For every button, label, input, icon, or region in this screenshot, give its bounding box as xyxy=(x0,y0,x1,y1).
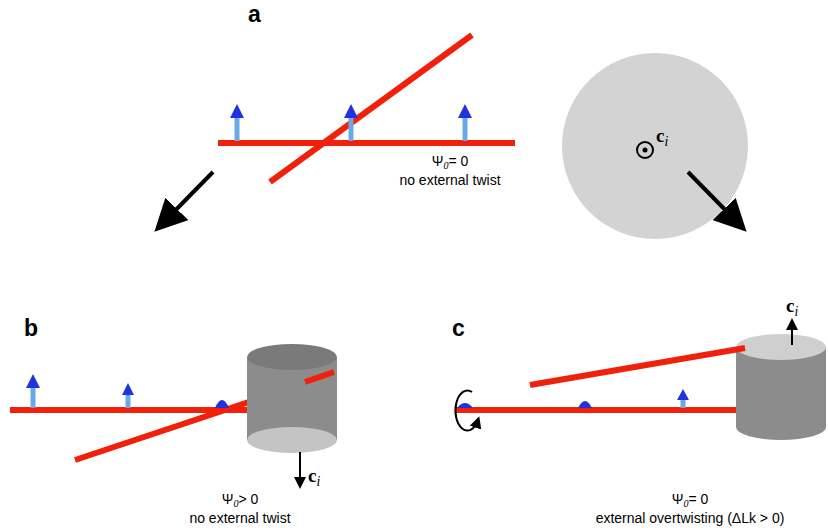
drawing-part xyxy=(344,104,358,118)
drawing-part xyxy=(215,400,229,408)
text-group: external overtwisting (ΔLk > 0) xyxy=(596,511,785,526)
angle-subscript: 0 xyxy=(683,498,688,509)
dna-strand xyxy=(270,35,472,182)
text-group: c xyxy=(452,316,465,341)
text-group: a xyxy=(248,2,261,27)
panel-letter: c xyxy=(452,315,465,341)
twist-arrow xyxy=(26,374,229,408)
panel-letter: a xyxy=(248,1,261,27)
drawing-part xyxy=(31,386,36,408)
axis-arrow xyxy=(791,322,793,345)
transition-arrow xyxy=(688,172,741,226)
text-group: b xyxy=(24,316,38,341)
text-group: no external twist xyxy=(189,511,290,526)
text-group: Ψ0= 0 xyxy=(672,492,709,509)
drawing-part xyxy=(677,389,689,400)
drawing-part xyxy=(458,104,472,118)
dna-strand xyxy=(455,407,760,413)
drawing-part xyxy=(457,403,473,408)
text-group: ci xyxy=(786,296,798,319)
out-of-plane-symbol xyxy=(643,148,648,153)
drawing-part xyxy=(26,374,40,388)
angle-symbol: Ψ xyxy=(672,491,684,507)
drawing-part xyxy=(122,383,134,395)
drawing-part xyxy=(247,427,337,453)
angle-value: = 0 xyxy=(688,491,708,507)
bead-disk xyxy=(562,53,748,239)
angle-value: = 0 xyxy=(448,153,468,169)
drawing-part xyxy=(247,344,337,370)
bead-cylinder xyxy=(247,344,337,453)
dna-strand xyxy=(530,348,745,385)
vector-subscript: i xyxy=(794,304,798,319)
rotation-arrow xyxy=(455,390,478,430)
angle-symbol: Ψ xyxy=(432,153,444,169)
drawing-part xyxy=(126,393,131,408)
vector-symbol: c xyxy=(656,125,664,146)
text-group: Ψ0= 0 xyxy=(432,154,469,171)
text-group: Ψ0> 0 xyxy=(222,492,259,509)
vector-symbol: c xyxy=(308,465,316,486)
angle-value: > 0 xyxy=(238,491,258,507)
drawing-part xyxy=(463,116,468,141)
vector-subscript: i xyxy=(664,134,668,149)
condition-label: no external twist xyxy=(189,510,290,526)
drawing-part xyxy=(230,104,244,118)
vector-subscript: i xyxy=(316,474,320,489)
drawing-part xyxy=(736,334,826,360)
axis-arrow xyxy=(299,452,301,485)
dna-strand xyxy=(305,372,334,382)
panel-letter: b xyxy=(24,315,38,341)
text-group: no external twist xyxy=(399,173,500,188)
twist-arrow xyxy=(457,389,689,408)
angle-symbol: Ψ xyxy=(222,491,234,507)
drawing-part xyxy=(736,414,826,440)
angle-subscript: 0 xyxy=(233,498,238,509)
text-group: ci xyxy=(308,466,320,489)
drawing-part xyxy=(578,401,592,408)
drawing-part xyxy=(349,116,354,141)
bead-cylinder xyxy=(736,334,826,440)
drawing-part xyxy=(235,116,240,141)
out-of-plane-symbol xyxy=(637,142,653,158)
dna-strand xyxy=(218,140,515,146)
twist-arrow xyxy=(230,104,472,141)
angle-subscript: 0 xyxy=(443,160,448,171)
text-group: ci xyxy=(656,126,668,149)
transition-arrow xyxy=(160,172,213,226)
condition-label: no external twist xyxy=(399,172,500,188)
condition-label: external overtwisting (ΔLk > 0) xyxy=(596,510,785,526)
vector-symbol: c xyxy=(786,295,794,316)
